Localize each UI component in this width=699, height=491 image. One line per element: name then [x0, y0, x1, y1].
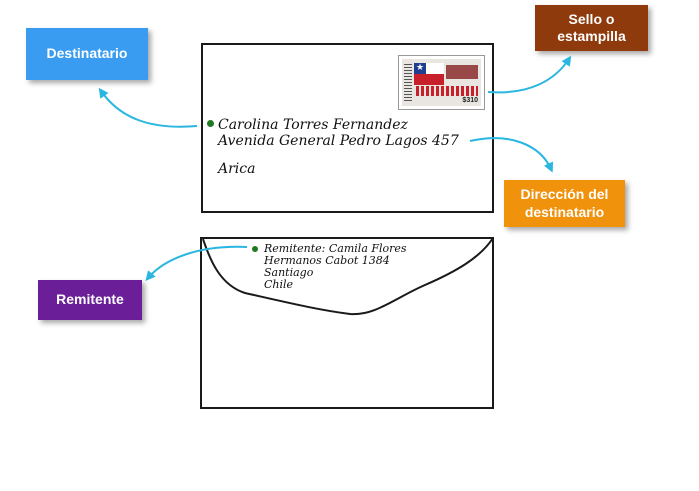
arrow-to-direccion [469, 137, 554, 173]
sender-line-3: Santiago [264, 266, 314, 279]
destinatario-label-text: Destinatario [46, 45, 128, 62]
remitente-label-text: Remitente [56, 291, 124, 308]
sender-line-1: Remitente: Camila Flores [264, 242, 407, 255]
arrow-to-remitente [145, 245, 248, 282]
stamp-value: $310 [462, 97, 478, 104]
sello-label: Sello o estampilla [535, 5, 648, 51]
remitente-label: Remitente [38, 280, 142, 320]
sender-line-4: Chile [264, 278, 294, 291]
destinatario-label: Destinatario [26, 28, 148, 80]
chile-flag-icon: ★ [414, 63, 444, 85]
sender-line-2: Hermanos Cabot 1384 [264, 254, 390, 267]
arrow-to-sello [487, 55, 572, 94]
sello-label-text: Sello o estampilla [557, 10, 626, 45]
envelope-back [200, 237, 494, 409]
sender-bullet-icon [252, 246, 258, 252]
arrow-to-destinatario [98, 87, 198, 128]
direccion-label: Dirección del destinatario [504, 180, 625, 227]
recipient-city: Arica [218, 161, 256, 177]
recipient-street: Avenida General Pedro Lagos 457 [218, 133, 459, 149]
recipient-name: Carolina Torres Fernandez [218, 117, 408, 133]
recipient-bullet-icon [207, 120, 214, 127]
stamp: ★ $310 [398, 55, 485, 110]
direccion-label-text: Dirección del destinatario [520, 186, 609, 220]
stamp-inner: ★ $310 [402, 59, 481, 106]
envelope-flap [202, 237, 494, 316]
